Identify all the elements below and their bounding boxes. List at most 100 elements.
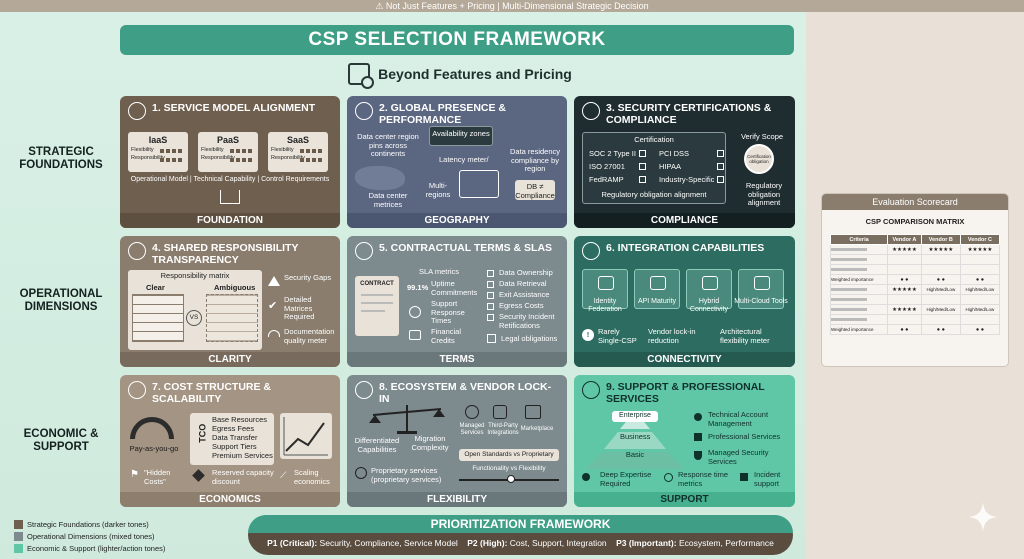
legend-label: Strategic Foundations (darker tones) bbox=[27, 520, 149, 529]
scale-icon bbox=[369, 405, 445, 434]
p2-label: P2 (High): bbox=[467, 538, 508, 548]
briefcase-icon bbox=[694, 433, 702, 441]
hml-cell: High/Med/Low bbox=[959, 304, 1001, 315]
headset-icon bbox=[582, 381, 600, 399]
empty-cell bbox=[887, 264, 922, 275]
third-party: Third-Party Integrations bbox=[487, 423, 519, 436]
tier-basic: Basic bbox=[625, 450, 645, 459]
model-name: SaaS bbox=[286, 135, 310, 145]
empty-cell bbox=[920, 294, 961, 305]
evaluation-scorecard: Evaluation Scorecard CSP COMPARISON MATR… bbox=[822, 194, 1008, 366]
rarely-single: Rarely Single-CSP bbox=[598, 327, 637, 345]
sla-metrics: SLA metrics bbox=[419, 267, 460, 276]
card-header: 8. ECOSYSTEM & VENDOR LOCK-IN bbox=[355, 381, 561, 405]
card-footer: SUPPORT bbox=[574, 492, 795, 507]
card-service-model: 1. SERVICE MODEL ALIGNMENT IaaS Flexibil… bbox=[120, 96, 340, 228]
checkbox bbox=[487, 314, 494, 321]
clear-label: Clear bbox=[146, 283, 165, 292]
resp-label: Responsibility bbox=[131, 155, 165, 161]
arch-flex: Architectural flexibility meter bbox=[720, 327, 770, 345]
card-title: 9. SUPPORT & PROFESSIONAL SERVICES bbox=[606, 381, 765, 405]
stars-cell: ★★★★★ bbox=[887, 304, 922, 315]
world-map bbox=[355, 166, 405, 190]
cert-header: Certification bbox=[634, 135, 674, 144]
checkbox bbox=[639, 150, 646, 157]
responsibility-matrix: Responsibility matrix Clear Ambiguous VS bbox=[128, 270, 262, 350]
card-footer: FOUNDATION bbox=[120, 213, 340, 228]
tier-business: Business bbox=[620, 432, 651, 441]
tier-enterprise: Enterprise bbox=[612, 411, 658, 422]
table-row bbox=[829, 314, 1001, 325]
checkbox bbox=[487, 281, 494, 288]
empty-cell bbox=[959, 294, 1001, 305]
flex-bar bbox=[160, 149, 184, 153]
placeholder-bar bbox=[831, 287, 867, 291]
card-cost-structure: 7. COST STRUCTURE & SCALABILITY Pay-as-y… bbox=[120, 375, 340, 507]
card-header: 4. SHARED RESPONSIBILITY TRANSPARENCY bbox=[128, 242, 334, 266]
tag-icon bbox=[192, 469, 205, 482]
p2-text: Cost, Support, Integration bbox=[509, 538, 607, 548]
line bbox=[361, 294, 393, 296]
incident-icon bbox=[740, 473, 748, 481]
cert-panel: Certification SOC 2 Type II ISO 27001 Fe… bbox=[582, 132, 726, 204]
card-ecosystem: 8. ECOSYSTEM & VENDOR LOCK-IN Differenti… bbox=[347, 375, 567, 507]
flex-label: Flexibility bbox=[131, 147, 154, 153]
tile-identity bbox=[582, 269, 628, 309]
tile-label: Identity Federation bbox=[588, 298, 622, 313]
lockin-reduction: Vendor lock-in reduction bbox=[648, 327, 696, 345]
terms-item: Data Ownership bbox=[499, 268, 553, 277]
card-header: 2. GLOBAL PRESENCE & PERFORMANCE bbox=[355, 102, 561, 126]
card-header: 7. COST STRUCTURE & SCALABILITY bbox=[128, 381, 334, 405]
terms-item: Egress Costs bbox=[499, 301, 544, 310]
ambiguous-label: Ambiguous bbox=[214, 283, 256, 292]
dots-cell: ● ● bbox=[959, 324, 1001, 335]
cost-item: Egress Fees bbox=[212, 424, 255, 433]
scaling-economics: Scaling economics bbox=[294, 468, 330, 486]
reg-text: Regulatory obligation alignment bbox=[601, 190, 707, 199]
line bbox=[361, 302, 393, 304]
terms-item: Exit Assistance bbox=[499, 290, 550, 299]
code-icon bbox=[650, 276, 666, 290]
growth-chart bbox=[280, 413, 332, 459]
checkbox bbox=[487, 270, 494, 277]
service-item: Professional Services bbox=[708, 432, 781, 441]
model-paas: PaaS Flexibility Responsibility bbox=[198, 132, 258, 172]
table-row: Weighted importance● ●● ●● ● bbox=[829, 324, 1001, 335]
flex-label: Flexibility bbox=[201, 147, 224, 153]
document-search-icon bbox=[348, 63, 375, 89]
line bbox=[361, 310, 385, 312]
tile-api bbox=[634, 269, 680, 309]
flex-bar bbox=[300, 149, 324, 153]
card-title: 3. SECURITY CERTIFICATIONS & COMPLIANCE bbox=[606, 102, 772, 126]
clock-icon bbox=[409, 306, 421, 318]
document-icon bbox=[355, 242, 373, 260]
network-icon bbox=[582, 242, 600, 260]
key-icon bbox=[598, 276, 614, 290]
model-name: IaaS bbox=[148, 135, 168, 145]
dots-cell: ● ● bbox=[920, 274, 961, 285]
certificate-icon bbox=[582, 102, 600, 120]
ecosystem-icon bbox=[355, 381, 373, 399]
comparison-table: Criteria Vendor A Vendor B Vendor C ★★★★… bbox=[829, 234, 1001, 335]
table-row bbox=[829, 294, 1001, 305]
tco-label: TCO bbox=[197, 423, 208, 443]
checkbox bbox=[487, 303, 494, 310]
trend-up-icon bbox=[283, 417, 328, 456]
magnifier-text: Certification obligation bbox=[747, 154, 771, 164]
security-gaps: Security Gaps bbox=[284, 273, 332, 282]
priority-title: PRIORITIZATION FRAMEWORK bbox=[248, 515, 793, 533]
reg-alignment: Regulatory obligation alignment bbox=[745, 181, 783, 207]
diff-capabilities: Differentiated Capabilities bbox=[354, 436, 400, 454]
checkbox bbox=[717, 163, 724, 170]
uptime-value: 99.1% bbox=[407, 283, 429, 292]
placeholder-bar bbox=[831, 247, 867, 251]
ambiguous-grid bbox=[206, 294, 258, 342]
card-global-presence: 2. GLOBAL PRESENCE & PERFORMANCE Data ce… bbox=[347, 96, 567, 228]
card-title: 5. CONTRACTUAL TERMS & SLAs bbox=[379, 242, 553, 254]
empty-cell bbox=[959, 264, 1001, 275]
empty-cell bbox=[959, 254, 1001, 265]
criteria-cell bbox=[829, 244, 889, 255]
cert-item: PCI DSS bbox=[659, 149, 690, 158]
hml-cell: High/Med/Low bbox=[920, 284, 961, 295]
